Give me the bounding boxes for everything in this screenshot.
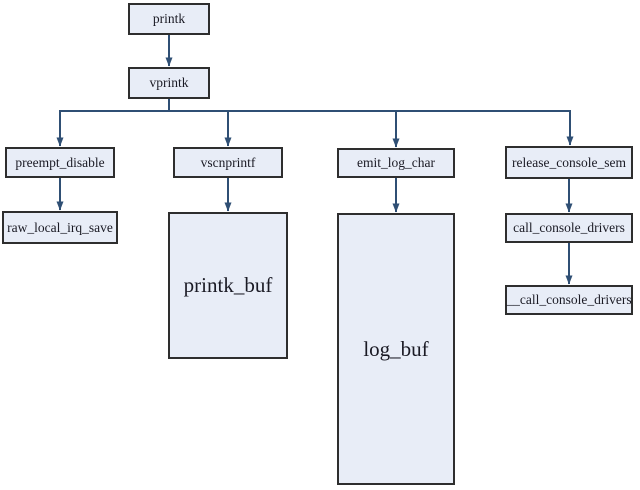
node-log-buf: log_buf [337, 213, 455, 485]
node-printk-buf: printk_buf [168, 212, 288, 359]
node-printk-label: printk [152, 11, 186, 26]
node-log-buf-label: log_buf [363, 336, 429, 361]
node-vscnprintf: vscnprintf [173, 147, 283, 178]
node-preempt-disable: preempt_disable [5, 147, 115, 178]
node-call-console-drivers-label: call_console_drivers [513, 220, 625, 235]
node-vprintk-label: vprintk [149, 75, 189, 90]
node-printk-buf-label: printk_buf [183, 273, 273, 297]
node-vprintk: vprintk [128, 67, 210, 99]
node-ucall-console-drivers-label: __call_console_drivers [506, 292, 632, 307]
node-call-console-drivers: call_console_drivers [505, 213, 633, 243]
node-raw-local-irq-save: raw_local_irq_save [2, 211, 118, 244]
node-emit-log-char: emit_log_char [337, 148, 455, 178]
node-printk: printk [128, 3, 210, 35]
node-preempt-disable-label: preempt_disable [15, 154, 105, 170]
node-release-console-sem-label: release_console_sem [512, 154, 626, 170]
node-ucall-console-drivers: __call_console_drivers [505, 285, 633, 315]
node-vscnprintf-label: vscnprintf [200, 154, 256, 170]
node-raw-local-irq-save-label: raw_local_irq_save [7, 219, 113, 235]
node-emit-log-char-label: emit_log_char [357, 155, 435, 170]
node-release-console-sem: release_console_sem [505, 146, 633, 179]
